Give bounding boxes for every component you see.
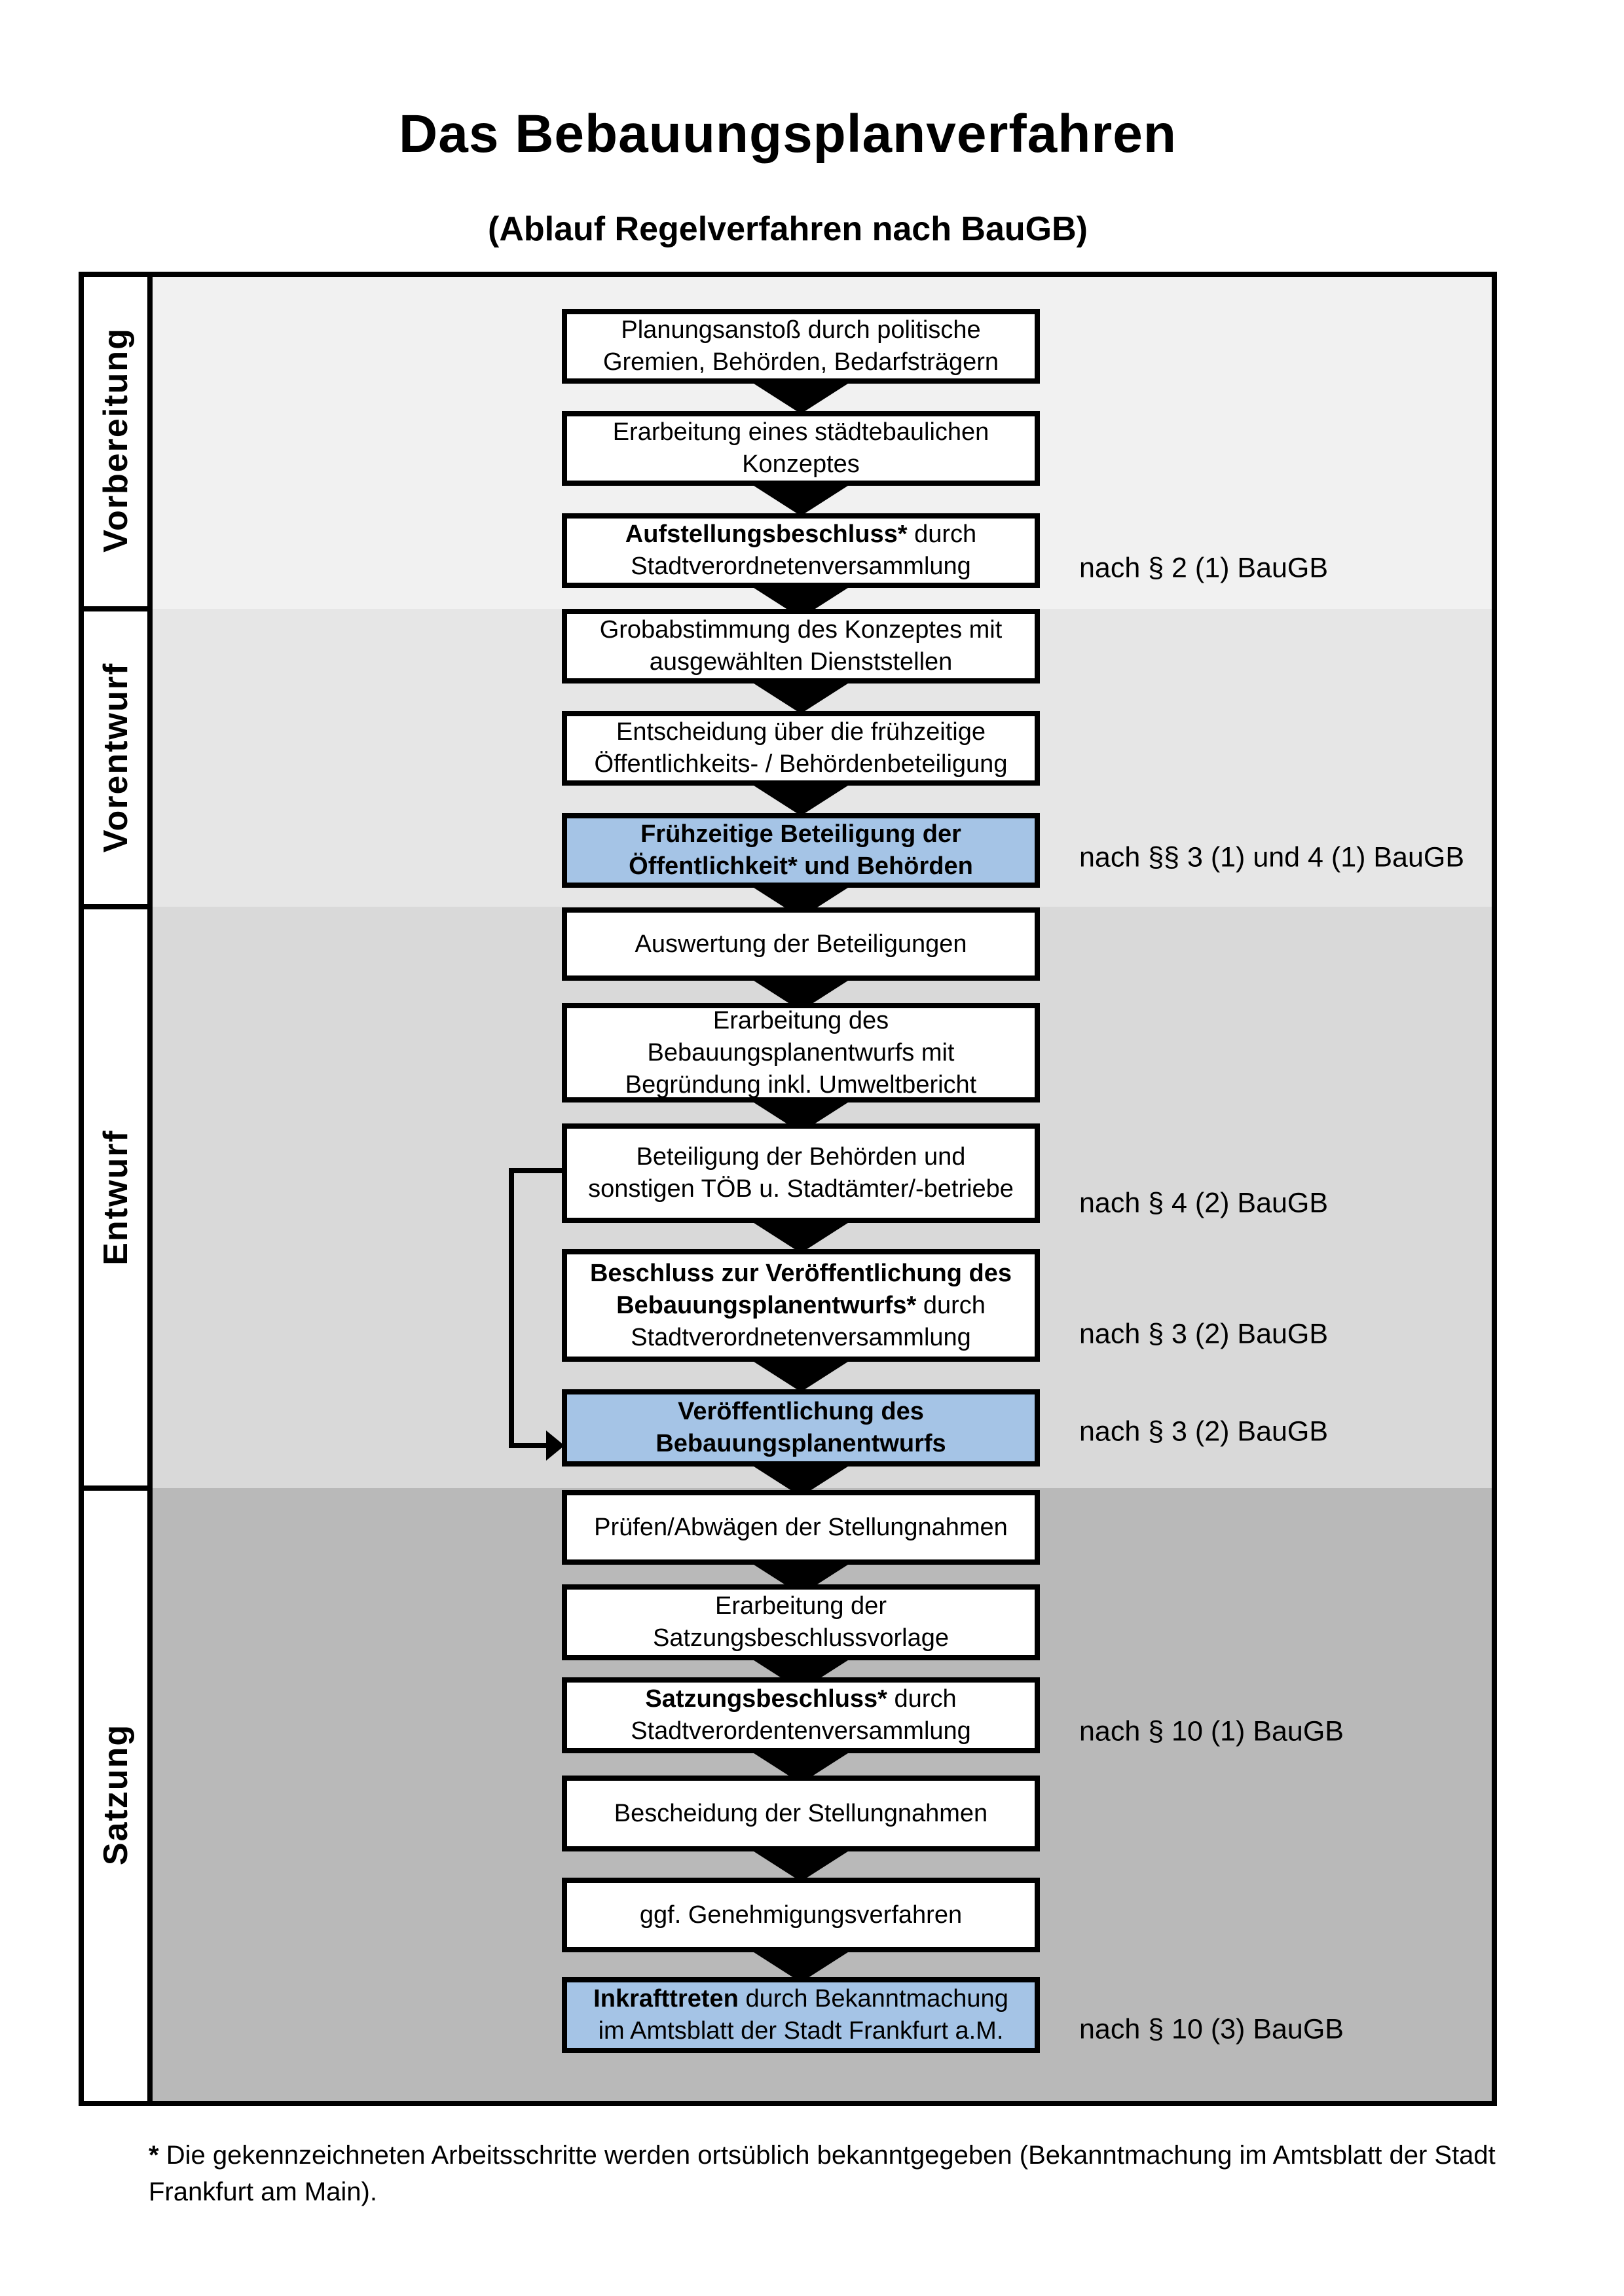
step-text-line: Öffentlichkeit* und Behörden (629, 852, 973, 880)
step-text-line: Aufstellungsbeschluss* durch (625, 520, 977, 548)
step-text-line: Satzungsbeschluss* durch (645, 1685, 957, 1713)
parallel-connector-vertical (509, 1168, 514, 1448)
step-text-line: Begründung inkl. Umweltbericht (625, 1070, 977, 1099)
step-text-line: ggf. Genehmigungsverfahren (639, 1901, 963, 1929)
legal-ref: nach § 10 (3) BauGB (1079, 2013, 1344, 2045)
step-text-line: Öffentlichkeits- / Behördenbeteiligung (594, 750, 1008, 778)
step-text-line: Satzungsbeschlussvorlage (652, 1624, 950, 1652)
phase-label-vorbereitung: Vorbereitung (97, 327, 135, 553)
step-text-line: Entscheidung über die frühzeitige (616, 718, 986, 746)
phase-label-entwurf: Entwurf (97, 1129, 135, 1266)
flow-arrow-down-icon (752, 382, 850, 414)
step-box-7: Auswertung der Beteiligungen (562, 907, 1040, 981)
legal-ref: nach § 10 (1) BauGB (1079, 1715, 1344, 1747)
step-box-17: Inkrafttreten durch Bekanntmachung im Amt… (562, 1977, 1040, 2053)
step-text-line: Erarbeitung des (712, 1006, 889, 1034)
legal-ref: nach § 2 (1) BauGB (1079, 552, 1329, 584)
flow-arrow-down-icon (752, 682, 850, 714)
step-text-line: Veröffentlichung des (678, 1398, 924, 1425)
step-text-line: im Amtsblatt der Stadt Frankfurt a.M. (598, 2017, 1004, 2045)
legal-ref: nach § 4 (2) BauGB (1079, 1187, 1329, 1219)
step-text-line: Auswertung der Beteiligungen (635, 930, 967, 958)
step-box-16: ggf. Genehmigungsverfahren (562, 1878, 1040, 1952)
flow-arrow-down-icon (752, 1222, 850, 1253)
step-text-line: Prüfen/Abwägen der Stellungnahmen (594, 1513, 1008, 1541)
footnote: * Die gekennzeichneten Arbeitsschritte w… (149, 2141, 1496, 2206)
step-box-9: Beteiligung der Behörden und sonstigen TÖ… (562, 1123, 1040, 1223)
phase-label-satzung: Satzung (97, 1723, 135, 1866)
step-text-line: Erarbeitung der (715, 1592, 887, 1620)
step-text-line: Bebauungsplanentwurfs mit (647, 1038, 955, 1066)
step-text-line: sonstigen TÖB u. Stadtämter/-betriebe (588, 1175, 1014, 1203)
step-text-line: Bescheidung der Stellungnahmen (614, 1799, 988, 1827)
step-text-line: Grobabstimmung des Konzeptes mit (599, 616, 1003, 644)
step-text-line: Bebauungsplanentwurfs* durch (616, 1291, 986, 1319)
flow-arrow-down-icon (752, 1850, 850, 1882)
parallel-connector-arrowhead-icon (546, 1430, 564, 1461)
phase-label-vorentwurf: Vorentwurf (97, 662, 135, 853)
step-text-line: Planungsanstoß durch politische (621, 316, 981, 344)
parallel-connector-bottom (509, 1443, 548, 1448)
legal-ref: nach §§ 3 (1) und 4 (1) BauGB (1079, 841, 1465, 873)
legal-ref: nach § 3 (2) BauGB (1079, 1318, 1329, 1350)
phase-divider-line (84, 904, 153, 909)
legal-ref: nach § 3 (2) BauGB (1079, 1415, 1329, 1448)
step-box-4: Grobabstimmung des Konzeptes mit ausgewäh… (562, 609, 1040, 683)
flow-arrow-down-icon (752, 1360, 850, 1392)
step-text-line: Inkrafttreten durch Bekanntmachung (593, 1985, 1008, 2013)
step-text-line: Stadtverordentenversammlung (631, 1717, 971, 1745)
flow-arrow-down-icon (752, 784, 850, 816)
step-text-line: Beteiligung der Behörden und (636, 1143, 966, 1171)
flow-arrow-down-icon (752, 484, 850, 516)
step-text-line: Stadtverordnetenversammlung (631, 1323, 971, 1351)
phase-column-divider (147, 277, 153, 2101)
step-text-line: Frühzeitige Beteiligung der (640, 820, 961, 848)
step-text-line: Gremien, Behörden, Bedarfsträgern (602, 348, 999, 376)
step-text-line: ausgewählten Dienststellen (649, 648, 953, 676)
step-text-line: Beschluss zur Veröffentlichung des (589, 1259, 1012, 1287)
step-text-line: Bebauungsplanentwurfs (655, 1430, 946, 1457)
page-title: Das Bebauungsplanverfahren (399, 104, 1177, 164)
page-subtitle: (Ablauf Regelverfahren nach BauGB) (488, 210, 1088, 248)
step-text-line: Konzeptes (742, 450, 860, 478)
parallel-connector-top (509, 1168, 562, 1173)
phase-divider-line (84, 1485, 153, 1491)
step-text-line: Erarbeitung eines städtebaulichen (612, 418, 989, 446)
step-text-line: Stadtverordnetenversammlung (631, 553, 971, 580)
phase-divider-line (84, 606, 153, 611)
step-box-12: Prüfen/Abwägen der Stellungnahmen (562, 1490, 1040, 1565)
step-box-15: Bescheidung der Stellungnahmen (562, 1776, 1040, 1851)
